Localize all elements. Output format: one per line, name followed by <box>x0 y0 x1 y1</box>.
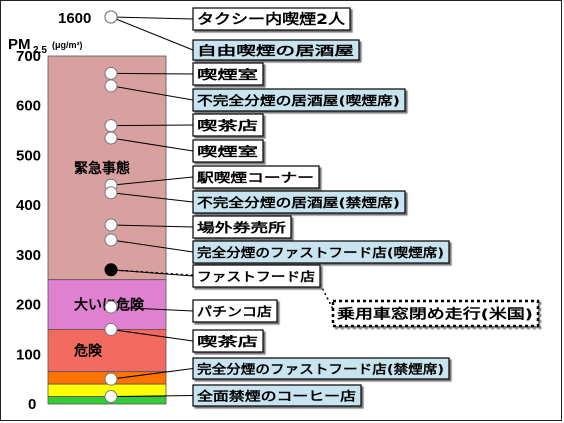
data-point <box>104 186 118 200</box>
label-box <box>192 113 264 137</box>
tick-label: 100 <box>16 346 41 363</box>
point-label: 完全分煙のファストフード店(禁煙席) <box>197 362 444 377</box>
tick-label: 300 <box>16 247 41 264</box>
point-label: 乗用車窓閉め走行(米国) <box>336 306 533 323</box>
leader-line <box>110 239 194 253</box>
label-box <box>192 215 292 239</box>
label-box <box>192 139 264 163</box>
zone-label: 緊急事態 <box>74 160 130 177</box>
data-point <box>104 372 118 386</box>
point-label: パチンコ店 <box>197 304 273 319</box>
data-point <box>104 300 118 314</box>
data-point <box>104 322 118 336</box>
data-point <box>104 218 118 232</box>
tick-label: 600 <box>16 98 41 115</box>
point-label: 喫煙室 <box>197 144 259 159</box>
tick-label: 0 <box>28 396 36 413</box>
data-point <box>104 233 118 247</box>
label-box <box>192 357 450 380</box>
data-point <box>104 119 118 133</box>
zone-band <box>47 329 167 373</box>
label-box <box>192 329 264 353</box>
label-box <box>192 88 406 112</box>
label-box <box>192 39 360 61</box>
labels-layer: タクシー内喫煙2人自由喫煙の居酒屋喫煙室不完全分煙の居酒屋(喫煙席)喫茶店喫煙室… <box>192 7 540 407</box>
point-label: 完全分煙のファストフード店(喫煙席) <box>197 245 444 260</box>
point-label: 駅喫煙コーナー <box>196 170 314 185</box>
label-box <box>192 384 362 407</box>
points-layer <box>104 10 118 404</box>
point-label: 自由喫煙の居酒屋 <box>197 43 355 58</box>
tick-label: 700 <box>16 48 41 65</box>
leader-line <box>110 368 194 380</box>
data-point <box>104 10 118 24</box>
leader-line <box>110 16 194 51</box>
leader-line <box>110 16 194 20</box>
label-box <box>192 165 320 189</box>
data-point <box>104 131 118 145</box>
label-box <box>192 299 278 323</box>
label-box <box>192 264 321 288</box>
tick-label: 400 <box>16 197 41 214</box>
axis-title: PM 2.5 (μg/m³) <box>8 36 83 56</box>
leader-line <box>110 395 194 398</box>
axis-title-pm: PM <box>8 36 31 53</box>
data-point <box>104 79 118 93</box>
tick-label: 500 <box>16 147 41 164</box>
point-label: 喫茶店 <box>197 334 259 349</box>
leader-line <box>110 328 194 342</box>
zone-label: 危険 <box>73 343 103 360</box>
leader-line <box>110 72 194 75</box>
leader-line <box>110 137 194 152</box>
point-label: ファストフード店 <box>197 269 316 284</box>
leader-line <box>110 85 194 101</box>
leaders-layer <box>110 16 334 398</box>
label-box <box>192 240 450 264</box>
data-point <box>104 390 118 404</box>
label-box <box>192 62 264 86</box>
tick-label: 200 <box>16 297 41 314</box>
leader-line <box>110 306 194 312</box>
point-label: タクシー内喫煙2人 <box>197 11 346 28</box>
point-label: 喫茶店 <box>197 118 259 133</box>
point-label: 喫煙室 <box>197 67 259 82</box>
axis-unit: (μg/m³) <box>52 40 83 50</box>
ticks-layer: 0 100 200 300 400 500 600 700 1600 <box>16 10 91 413</box>
point-label: 不完全分煙の居酒屋(禁煙席) <box>197 195 400 210</box>
label-box <box>192 7 351 31</box>
leader-line <box>110 224 194 228</box>
label-box <box>331 299 540 328</box>
point-label: 場外券売所 <box>197 220 287 235</box>
point-label: 不完全分煙の居酒屋(喫煙席) <box>197 93 400 108</box>
data-point <box>104 263 118 277</box>
point-label: 全面禁煙のコーヒー店 <box>196 389 357 404</box>
data-point <box>104 66 118 80</box>
leader-line <box>110 176 194 186</box>
leader-line <box>110 192 194 203</box>
axis-title-sub: 2.5 <box>33 45 47 56</box>
leader-line <box>110 124 194 127</box>
label-box <box>192 190 406 214</box>
tick-label-break: 1600 <box>58 10 91 27</box>
